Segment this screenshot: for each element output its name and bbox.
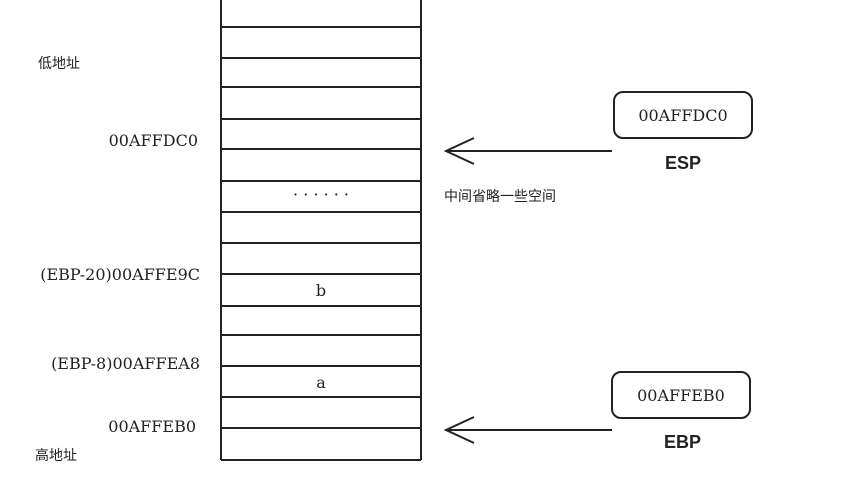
- stack-cell-ellipsis: · · · · · ·: [293, 185, 349, 204]
- esp-register-box: 00AFFDC0: [613, 91, 753, 139]
- stack-cell-a: a: [316, 373, 326, 392]
- address-label-esp: 00AFFDC0: [108, 131, 198, 150]
- address-label-ebp: 00AFFEB0: [108, 417, 196, 436]
- address-label-ebp-20: (EBP-20)00AFFE9C: [40, 265, 200, 284]
- stack-cell-b: b: [315, 281, 327, 300]
- ebp-register-name: EBP: [664, 432, 702, 452]
- high-address-label: 高地址: [35, 448, 77, 464]
- low-address-label: 低地址: [38, 56, 80, 72]
- esp-arrow: [443, 137, 612, 165]
- esp-register-name: ESP: [665, 153, 702, 173]
- stack-column: [220, 0, 422, 460]
- address-label-ebp-8: (EBP-8)00AFFEA8: [51, 354, 200, 373]
- omitted-space-note: 中间省略一些空间: [444, 189, 556, 205]
- stack-row-lines: [221, 26, 421, 461]
- ebp-arrow: [443, 416, 612, 444]
- ebp-register-box: 00AFFEB0: [611, 371, 751, 419]
